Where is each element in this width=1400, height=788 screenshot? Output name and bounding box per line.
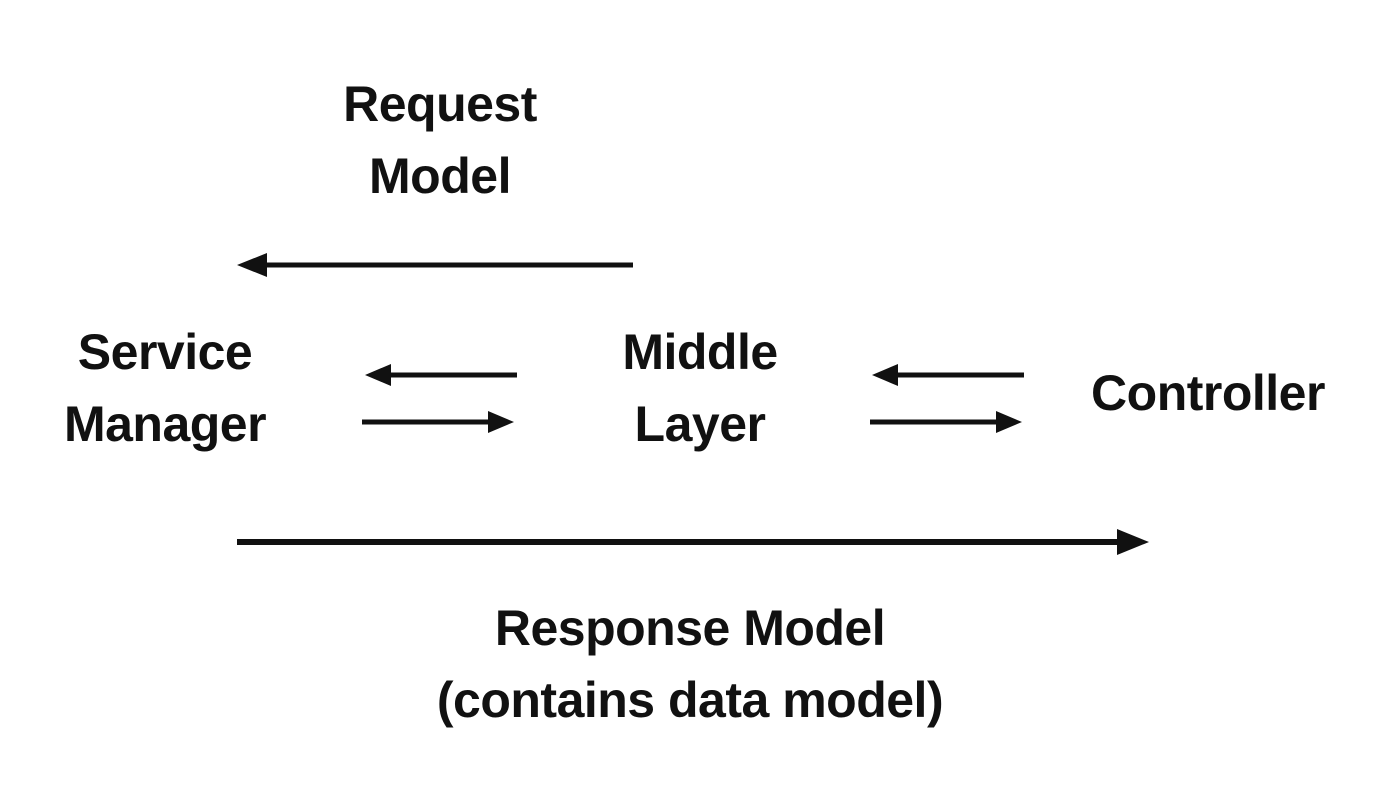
middle-to-service-arrowhead [365, 364, 391, 386]
node-service-manager: Service Manager [63, 324, 267, 452]
response-model-arrowhead [1117, 529, 1149, 555]
flow-label-response-model-block: Response Model (contains data model) [340, 592, 1040, 736]
middle-to-controller-arrow [870, 411, 1022, 433]
controller-to-middle-arrowhead [872, 364, 898, 386]
request-model-arrowhead [237, 253, 267, 277]
response-model-arrow [237, 529, 1149, 555]
flow-label-response-model-note: (contains data model) [436, 672, 944, 728]
controller-to-middle-arrow [872, 364, 1024, 386]
middle-to-controller-arrowhead [996, 411, 1022, 433]
request-model-arrow [237, 253, 633, 277]
service-to-middle-arrowhead [488, 411, 514, 433]
flow-label-request-model: Request Model [343, 76, 537, 204]
node-middle-layer: Middle Layer [622, 324, 778, 452]
flow-label-response-model: Response Model [494, 600, 886, 656]
node-controller: Controller [1091, 365, 1325, 421]
service-to-middle-arrow [362, 411, 514, 433]
middle-to-service-arrow [365, 364, 517, 386]
